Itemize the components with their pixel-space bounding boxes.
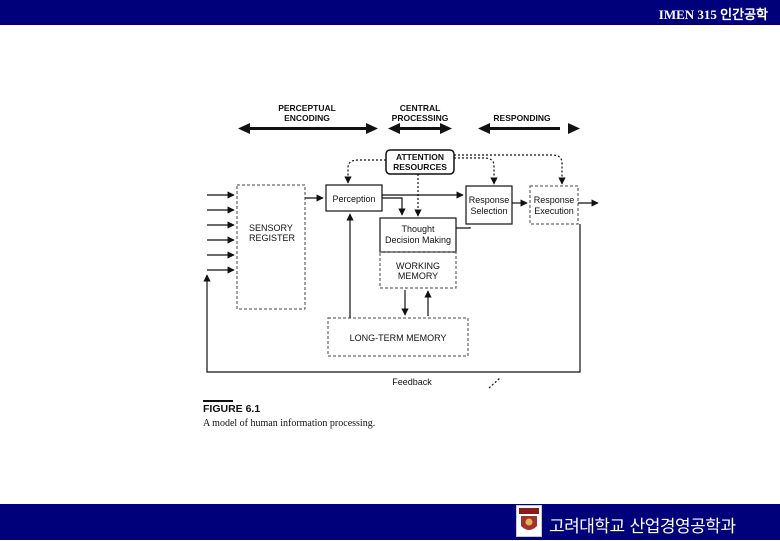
figure-number: FIGURE 6.1 — [203, 403, 260, 415]
sensory-line1: SENSORY — [249, 223, 293, 233]
sensory-line2: REGISTER — [249, 233, 296, 243]
working-memory-box — [379, 251, 457, 289]
figure-caption: A model of human information processing. — [203, 418, 375, 429]
execution-line2: Execution — [534, 206, 574, 216]
thought-line1: Thought — [401, 224, 435, 234]
stage-encoding-line1: PERCEPTUAL — [278, 103, 336, 113]
selection-line1: Response — [469, 195, 510, 205]
stage-encoding-line2: ENCODING — [284, 113, 330, 123]
flow-arrows — [203, 191, 599, 389]
stage-central-line2: PROCESSING — [392, 113, 449, 123]
working-memory-line2: MEMORY — [398, 271, 438, 281]
sensory-register-box — [236, 184, 306, 310]
perception-label: Perception — [332, 194, 375, 204]
response-selection-box — [465, 185, 513, 225]
selection-line2: Selection — [470, 206, 507, 216]
working-memory-line1: WORKING — [396, 261, 440, 271]
attention-line2: RESOURCES — [393, 162, 447, 172]
university-logo — [516, 505, 542, 537]
stimulus-input-arrows — [207, 191, 235, 274]
stage-arrows — [238, 123, 580, 134]
attention-line1: ATTENTION — [396, 152, 444, 162]
execution-line1: Response — [534, 195, 575, 205]
stage-responding: RESPONDING — [493, 113, 551, 123]
long-term-memory-box — [327, 317, 469, 357]
feedback-label: Feedback — [392, 377, 432, 387]
attention-resources-box — [385, 149, 455, 175]
caption-rule — [203, 400, 233, 402]
course-title: IMEN 315 인간공학 — [658, 7, 768, 22]
stage-central-line1: CENTRAL — [400, 103, 441, 113]
institution-name: 고려대학교 산업경영공학과 — [549, 517, 736, 537]
long-term-memory-label: LONG-TERM MEMORY — [350, 333, 447, 343]
footer-bar — [0, 504, 780, 540]
thought-line2: Decision Making — [385, 235, 451, 245]
crest-icon — [519, 508, 539, 530]
response-execution-box — [529, 185, 579, 225]
header-bar: IMEN 315 인간공학 — [0, 0, 780, 25]
